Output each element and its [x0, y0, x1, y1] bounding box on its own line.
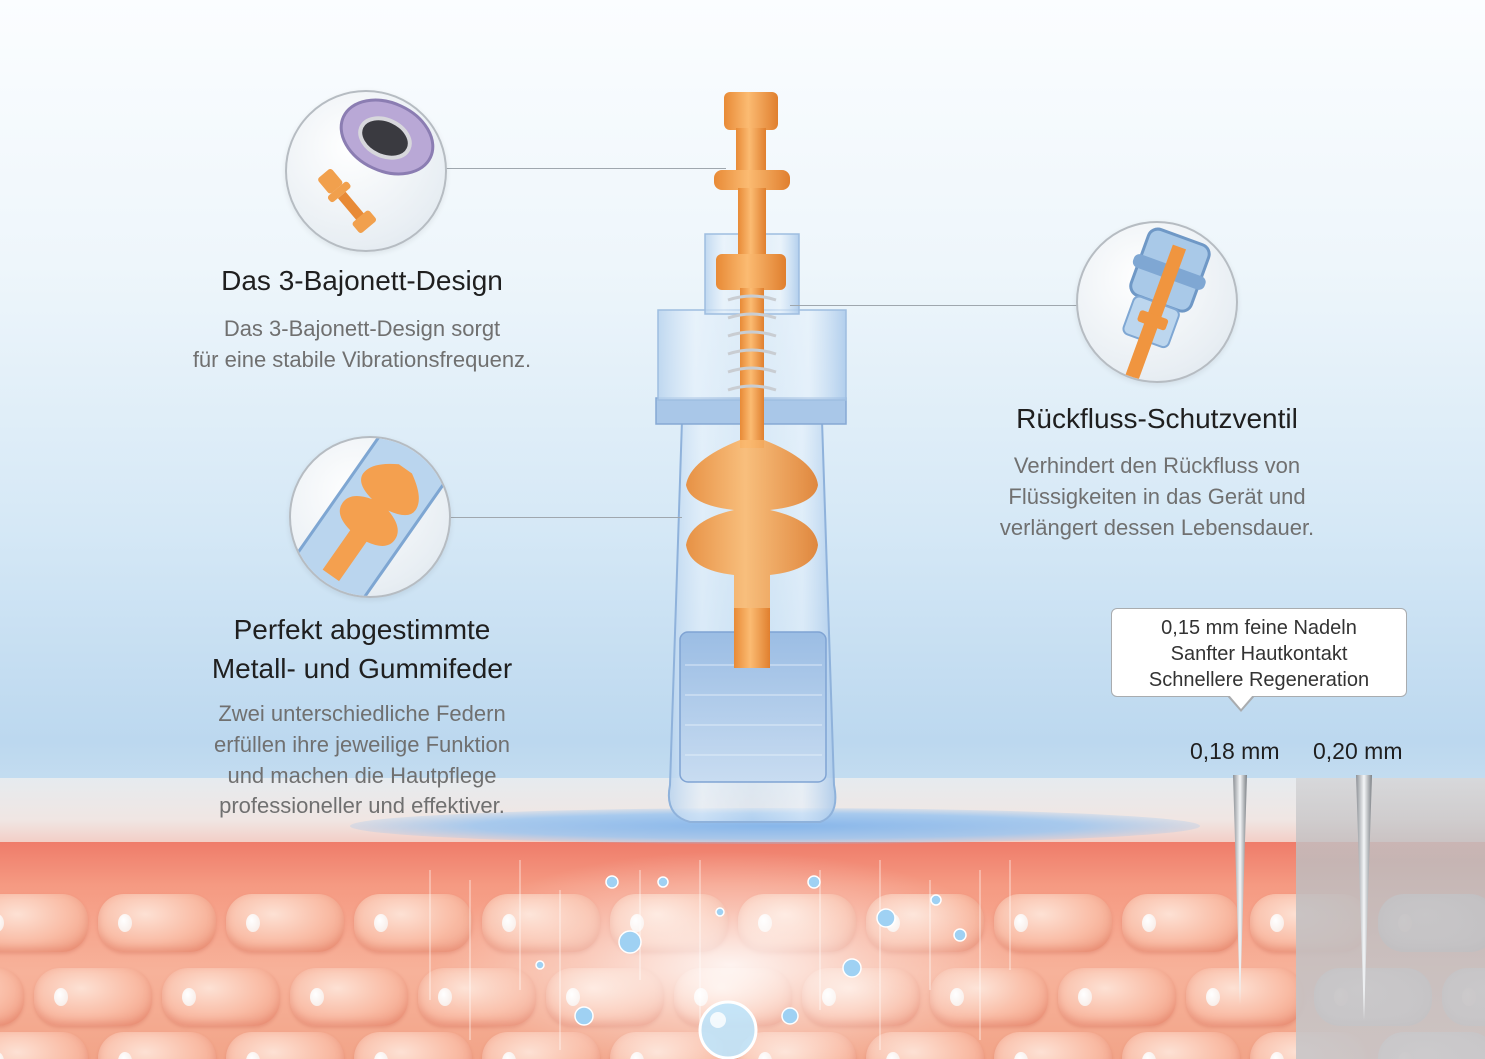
bayonet-desc-line1: Das 3-Bajonett-Design sorgt: [223, 316, 501, 341]
cell-nucleus: [246, 1052, 260, 1059]
connector-spring: [450, 517, 682, 518]
skin-cell: [1122, 1032, 1240, 1059]
needle-label-018: 0,18 mm: [1190, 738, 1280, 764]
cell-nucleus: [310, 988, 324, 1006]
bayonet-title: Das 3-Bajonett-Design: [221, 265, 503, 296]
cell-nucleus: [118, 914, 132, 932]
spring-desc-line1: Zwei unterschiedliche Federn: [218, 701, 506, 726]
cell-nucleus: [0, 1052, 4, 1059]
valve-desc-line2: Flüssigkeiten in das Gerät und: [1008, 484, 1306, 509]
connector-valve: [790, 305, 1078, 306]
skin-cell: [0, 1032, 88, 1059]
cell-nucleus: [1206, 988, 1220, 1006]
valve-desc-line1: Verhindert den Rückfluss von: [1013, 453, 1301, 478]
needle-020-icon: [1356, 775, 1372, 1020]
skin-cell: [98, 1032, 216, 1059]
skin-cell: [162, 968, 280, 1026]
callout-line1: 0,15 mm feine Nadeln: [1161, 617, 1357, 639]
cell-nucleus: [182, 988, 196, 1006]
needle-callout: 0,15 mm feine Nadeln Sanfter Hautkontakt…: [1111, 608, 1407, 697]
cell-nucleus: [374, 914, 388, 932]
spring-desc-line4: professioneller und effektiver.: [219, 793, 505, 818]
spring-detail-photo: [289, 436, 451, 598]
cell-nucleus: [1142, 914, 1156, 932]
cell-nucleus: [1270, 1052, 1284, 1059]
spring-desc-line3: und machen die Hautpflege: [227, 763, 497, 788]
callout-tail-fill: [1229, 695, 1253, 709]
cell-nucleus: [374, 1052, 388, 1059]
cell-nucleus: [54, 988, 68, 1006]
valve-detail-photo: [1076, 221, 1238, 383]
spring-title-line2: Metall- und Gummifeder: [211, 653, 513, 684]
cell-nucleus: [246, 914, 260, 932]
skin-comparison-area: [1296, 778, 1485, 1059]
skin-cell: [98, 894, 216, 952]
valve-desc-line3: verlängert dessen Lebensdauer.: [999, 515, 1315, 540]
cell-nucleus: [1270, 914, 1284, 932]
cell-nucleus: [1142, 1052, 1156, 1059]
skin-cell: [1186, 968, 1304, 1026]
cell-nucleus: [1078, 988, 1092, 1006]
needle-018-icon: [1233, 775, 1247, 1005]
valve-title: Rückfluss-Schutzventil: [1016, 403, 1298, 434]
bayonet-detail-photo: [285, 90, 447, 252]
cell-nucleus: [118, 1052, 132, 1059]
skin-cell: [226, 894, 344, 952]
skin-cell: [290, 968, 408, 1026]
bayonet-desc-line2: für eine stabile Vibrationsfrequenz.: [192, 347, 532, 372]
spring-title-line1: Perfekt abgestimmte: [233, 614, 491, 645]
skin-cell: [1058, 968, 1176, 1026]
callout-line3: Schnellere Regeneration: [1148, 669, 1370, 691]
connector-bayonet: [446, 168, 726, 169]
skin-cell: [226, 1032, 344, 1059]
callout-line2: Sanfter Hautkontakt: [1170, 643, 1348, 665]
skin-cell: [34, 968, 152, 1026]
spring-desc-line2: erfüllen ihre jeweilige Funktion: [214, 732, 510, 757]
skin-cell: [0, 894, 88, 952]
needle-label-020: 0,20 mm: [1313, 738, 1403, 764]
skin-cell: [1122, 894, 1240, 952]
cell-nucleus: [0, 914, 4, 932]
